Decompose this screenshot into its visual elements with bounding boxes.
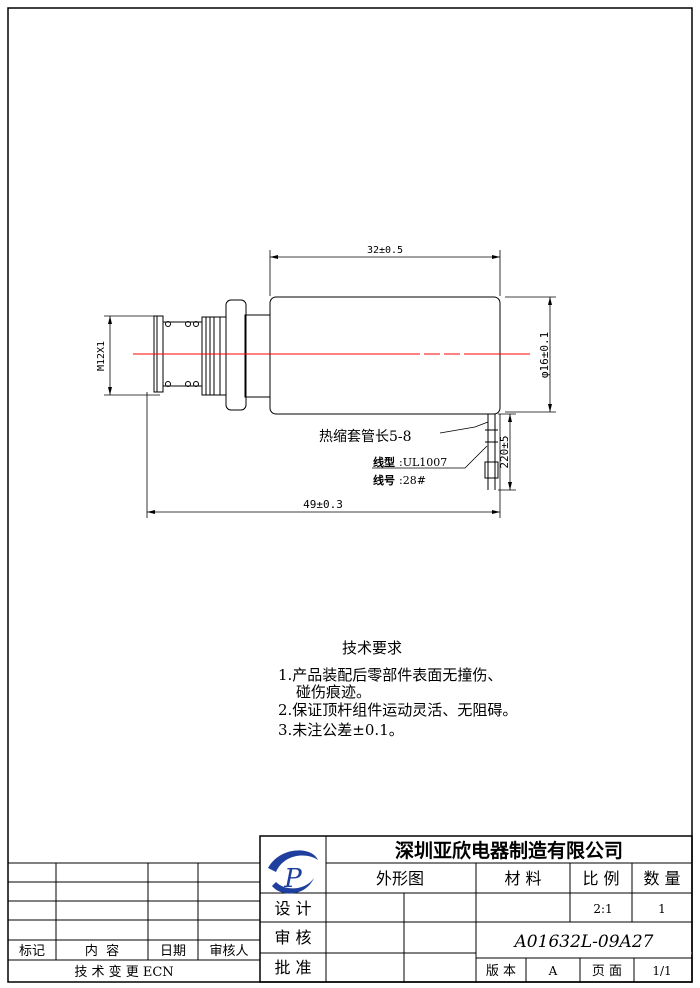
drawing-number: A01632L-09A27	[513, 932, 654, 952]
wire-gauge-value: :28#	[399, 474, 426, 487]
revision-col-content: 内 容	[85, 943, 119, 959]
solenoid-outline-drawing	[153, 296, 501, 490]
version-value: A	[548, 964, 558, 978]
page-value: 1/1	[652, 964, 671, 978]
scale-value: 2:1	[593, 902, 612, 916]
wire-gauge-label: 线号	[373, 473, 395, 487]
thread-section	[201, 316, 221, 396]
material-label: 材 料	[504, 869, 541, 888]
wire-type-label: 线型	[373, 455, 395, 469]
version-label: 版 本	[486, 964, 516, 979]
page-label: 页 面	[592, 964, 622, 979]
screw-mark	[165, 321, 171, 327]
mount-nut	[225, 299, 247, 411]
dim-thread-label: M12X1	[96, 341, 107, 371]
dimension-lines	[104, 250, 556, 518]
screw-mark	[185, 381, 191, 387]
requirements-title: 技术要求	[342, 639, 402, 657]
revision-footer-ecn: 技 术 变 更 ECN	[74, 964, 173, 980]
solenoid-body	[269, 296, 501, 415]
title-block-grid	[259, 835, 693, 983]
scale-label: 比 例	[582, 869, 619, 888]
dim-wire-label: 220±5	[498, 435, 511, 468]
design-label: 设 计	[274, 899, 311, 918]
nut-washer	[219, 316, 227, 396]
requirement-item-1: 1.产品装配后零部件表面无撞伤、	[278, 666, 502, 684]
logo-letter: P	[283, 864, 302, 894]
screw-mark	[193, 381, 199, 387]
requirement-item-1-cont: 碰伤痕迹。	[296, 683, 371, 701]
quantity-value: 1	[658, 902, 666, 916]
dim-total-label: 49±0.3	[303, 498, 343, 511]
dim-length-label: 32±0.5	[367, 245, 403, 256]
company-name: 深圳亚欣电器制造有限公司	[395, 839, 623, 862]
wire-type-value: :UL1007	[399, 456, 447, 469]
dim-diameter-label: φ16±0.1	[538, 332, 551, 378]
revision-block	[8, 862, 260, 961]
callout-sleeve: 热缩套管长5-8	[319, 429, 412, 445]
screw-mark	[185, 321, 191, 327]
approve-label: 批 准	[274, 958, 311, 977]
requirement-item-2: 2.保证顶杆组件运动灵活、无阻碍。	[278, 701, 517, 719]
dimension-arrows	[108, 255, 552, 514]
threaded-sleeve	[244, 314, 271, 398]
revision-col-date: 日期	[160, 944, 186, 959]
part-name: 外形图	[376, 869, 424, 888]
review-label: 审 核	[274, 928, 311, 947]
revision-col-reviewer: 审核人	[209, 944, 248, 959]
screw-mark	[193, 321, 199, 327]
revision-col-mark: 标记	[19, 944, 45, 959]
requirement-item-3: 3.未注公差±0.1。	[278, 721, 404, 739]
company-logo: P	[268, 850, 318, 894]
quantity-label: 数 量	[643, 869, 680, 888]
screw-mark	[165, 381, 171, 387]
